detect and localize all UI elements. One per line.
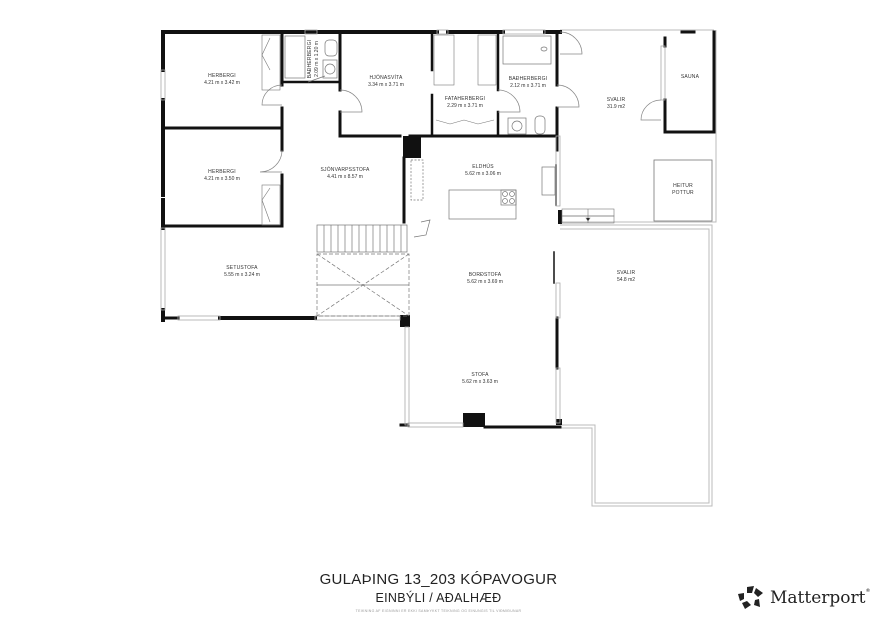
room-label-badherbergi-small: BAÐHERBERGI 2.09 m x 1.20 m — [307, 39, 320, 79]
room-label-svalir-1: SVALIR 31.9 m2 — [606, 97, 626, 110]
address-title: GULAÞING 13_203 KÓPAVOGUR — [319, 571, 558, 588]
walls — [161, 30, 716, 429]
room-label-sauna: SAUNA — [680, 74, 700, 80]
room-label-eldhus: ELDHÚS 5.62 m x 3.06 m — [465, 164, 501, 177]
room-label-bordstofa: BORÐSTOFA 5.62 m x 3.69 m — [467, 272, 503, 285]
matterport-wordmark: Matterport® — [770, 588, 871, 608]
matterport-logo-icon — [738, 586, 763, 609]
sliding-door — [561, 208, 615, 224]
room-label-badherbergi: BAÐHERBERGI 2.12 m x 3.71 m — [508, 76, 548, 89]
room-label-fataherbergi: FATAHERBERGI 2.29 m x 3.71 m — [444, 96, 486, 109]
room-label-herbergi-2: HERBERGI 4.21 m x 3.50 m — [204, 169, 240, 182]
terrace-outline — [560, 29, 717, 507]
room-label-sjonvarpsstofa: SJÓNVARPSSTOFA 4.41 m x 8.57 m — [320, 167, 370, 180]
matterport-logo: Matterport® — [738, 586, 870, 610]
room-label-svalir-2: SVALIR 54.8 m2 — [616, 270, 636, 283]
doors — [259, 31, 662, 173]
room-label-heitur-pottur: HEITUR POTTUR — [672, 183, 694, 196]
kitchen-island — [410, 159, 556, 238]
room-label-hjonasvita: HJÓNASVÍTA 3.34 m x 3.71 m — [368, 75, 404, 88]
room-label-herbergi-1: HERBERGI 4.21 m x 3.42 m — [204, 73, 240, 86]
hot-tub — [653, 159, 713, 222]
fixtures — [284, 35, 552, 135]
room-label-setustofa: SETUSTOFA 5.55 m x 3.24 m — [224, 265, 260, 278]
disclaimer-text: TEIKNING AF EIGNINNI ER EKKI SAMÞYKKT TE… — [355, 609, 522, 613]
room-label-stofa: STOFA 5.62 m x 3.63 m — [462, 372, 498, 385]
windows — [160, 29, 666, 428]
floor-subtitle: EINBÝLI / AÐALHÆÐ — [375, 591, 502, 605]
wardrobes — [261, 34, 497, 226]
staircase — [316, 224, 410, 317]
